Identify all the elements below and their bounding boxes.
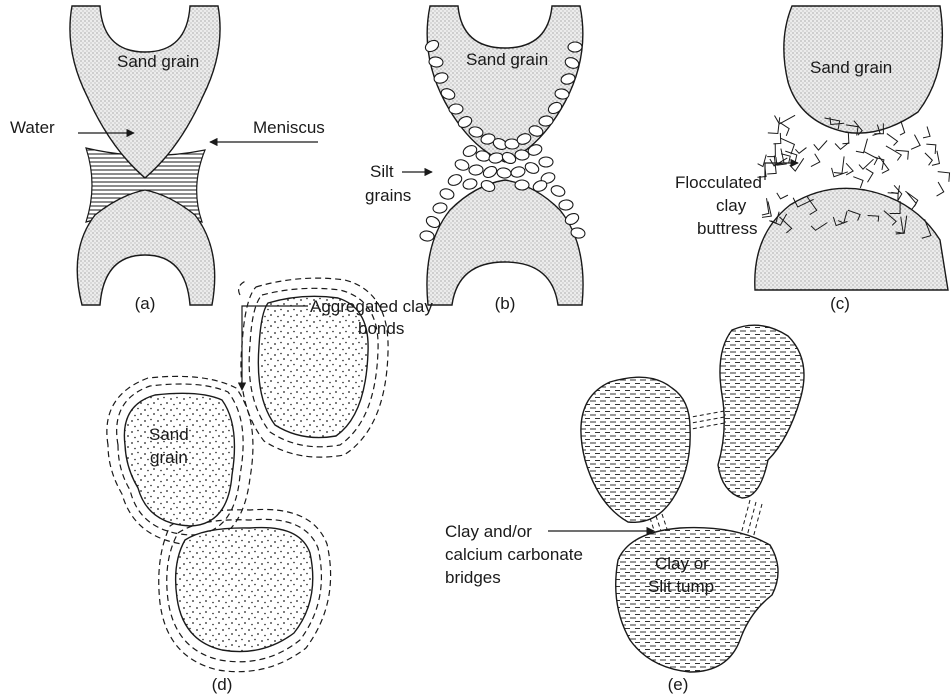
clay-flake: [777, 193, 788, 199]
silt-grain: [550, 184, 566, 198]
silt-grain: [439, 187, 455, 200]
clay-flake: [811, 154, 820, 167]
clay-flake: [863, 151, 877, 165]
bonds-label-line2: bonds: [358, 319, 404, 338]
clay-flake: [923, 127, 930, 138]
silt-grain: [524, 161, 541, 176]
silt-grain: [481, 164, 498, 179]
sand-grain-label-d-line2: grain: [150, 448, 188, 467]
silt-grain: [559, 200, 574, 211]
sand-grain-label-c: Sand grain: [810, 58, 892, 77]
silt-label-line1: Silt: [370, 162, 394, 181]
clay-flake: [925, 153, 932, 165]
clay-label-line2: clay: [716, 196, 747, 215]
silt-grain: [449, 104, 463, 114]
sand-grain-label-b: Sand grain: [466, 50, 548, 69]
sand-grain-d3: [176, 528, 313, 652]
clay-arrow: [765, 163, 798, 180]
clay-lump-2: [718, 325, 804, 498]
clay-flake: [926, 144, 936, 154]
clay-flake: [775, 115, 796, 124]
clay-flake: [886, 146, 901, 161]
caption-d: (d): [212, 675, 233, 694]
bridge-label-line2: calcium carbonate: [445, 545, 583, 564]
silt-grain: [420, 230, 435, 241]
silt-grain: [568, 42, 582, 52]
meniscus-label: Meniscus: [253, 118, 325, 137]
sand-grain-label-a: Sand grain: [117, 52, 199, 71]
clay-flake: [866, 169, 873, 183]
silt-grain: [515, 150, 530, 161]
clay-flake: [762, 198, 769, 215]
clay-flake: [790, 158, 804, 171]
silt-grain: [447, 173, 464, 188]
clay-flake: [911, 135, 920, 150]
clay-label-line1: Flocculated: [675, 173, 762, 192]
caption-c: (c): [830, 294, 850, 313]
clay-flake: [773, 133, 780, 144]
clay-flake: [887, 134, 898, 146]
clay-lump-1: [581, 377, 690, 522]
clay-flake: [878, 156, 888, 174]
clay-flake: [780, 123, 789, 136]
sand-grain-bottom-c: [755, 188, 948, 290]
bridge-label-line3: bridges: [445, 568, 501, 587]
silt-grain: [469, 164, 484, 175]
clay-flake: [814, 140, 827, 150]
sand-grain-label-d-line1: Sand: [149, 425, 189, 444]
clay-fragment: [239, 280, 248, 295]
clay-flake: [900, 122, 905, 135]
silt-grain: [454, 158, 470, 172]
clay-flake: [938, 172, 950, 182]
sand-grain-top-b: [427, 6, 583, 162]
silt-grain: [515, 180, 529, 190]
silt-grain: [496, 167, 511, 179]
water-label: Water: [10, 118, 55, 137]
caption-a: (a): [135, 294, 156, 313]
clay-flake: [859, 159, 874, 169]
caption-b: (b): [495, 294, 516, 313]
clay-flake: [768, 117, 780, 133]
clay-flake: [875, 157, 884, 170]
clay-flake: [856, 139, 868, 153]
panel-d: Aggregated clay bonds Sand grain (d): [107, 278, 434, 694]
clay-flake: [846, 163, 853, 175]
clay-flake: [795, 148, 806, 154]
bonds-label-line1: Aggregated clay: [310, 297, 433, 316]
clay-label-line3: buttress: [697, 219, 757, 238]
panel-a: Sand grain Water Meniscus (a): [10, 6, 325, 313]
silt-grain: [539, 157, 553, 167]
silt-grain: [432, 202, 447, 214]
silt-grain: [510, 165, 526, 178]
panel-b: Sand grain Silt grains (b): [365, 6, 586, 313]
sand-grain-d2: [258, 296, 368, 437]
lump-label-line2: Slit tump: [648, 577, 714, 596]
silt-grain: [462, 178, 478, 191]
bridge-label-line1: Clay and/or: [445, 522, 532, 541]
caption-e: (e): [668, 675, 689, 694]
silt-label-line2: grains: [365, 186, 411, 205]
clay-flake: [842, 132, 848, 144]
panel-c: Sand grain Flocculated clay buttress (c): [675, 6, 950, 313]
clay-flake: [834, 156, 844, 173]
clay-flake: [767, 143, 775, 156]
clay-lump-3: [616, 528, 778, 672]
clay-flake: [937, 182, 944, 196]
panel-e: Clay and/or calcium carbonate bridges Cl…: [445, 325, 804, 694]
clay-flake: [853, 177, 863, 188]
lump-label-line1: Clay or: [655, 554, 709, 573]
